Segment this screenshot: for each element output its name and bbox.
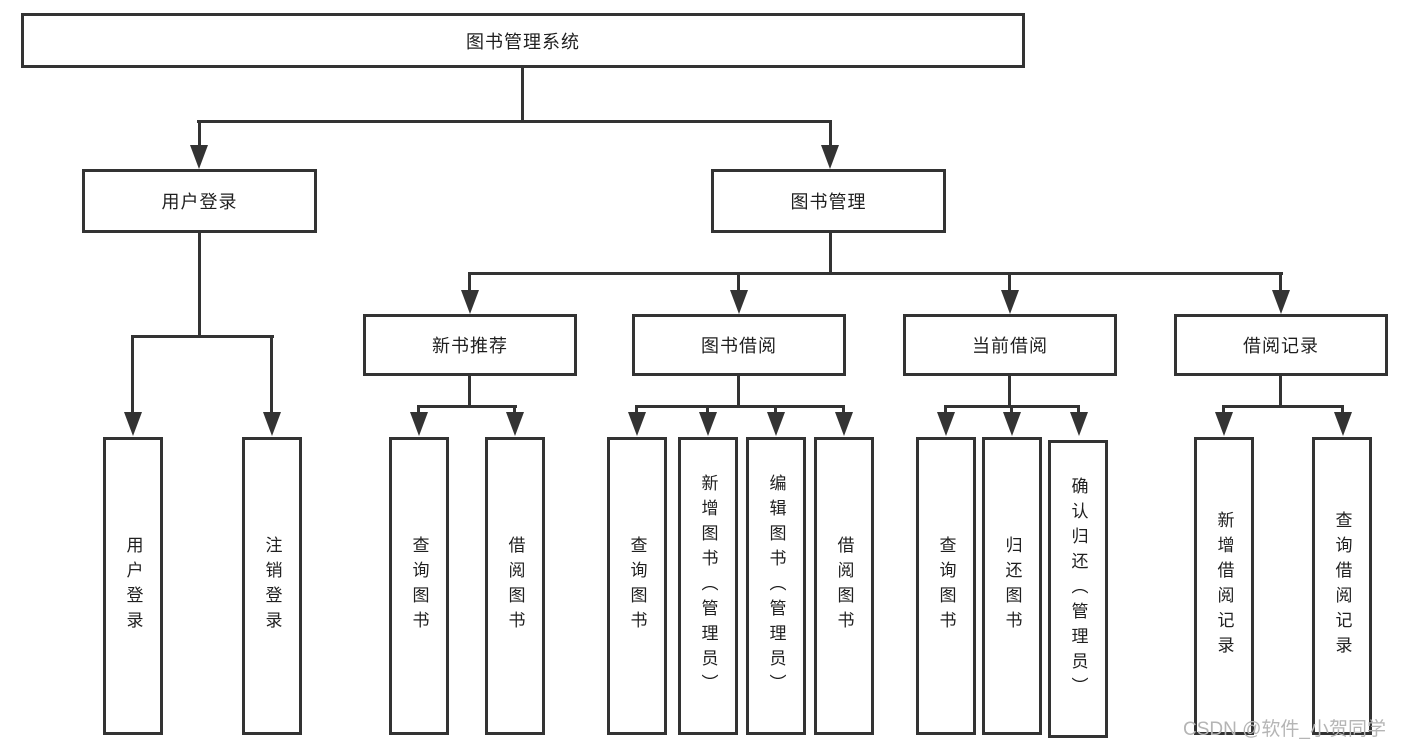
leaf-return-books: 归还图书 xyxy=(982,437,1042,735)
arrowhead-down-icon xyxy=(937,412,955,436)
leaf-borrow-books-2: 借阅图书 xyxy=(814,437,874,735)
leaf-return-books-label: 归还图书 xyxy=(1002,536,1022,636)
connector-line xyxy=(270,335,273,415)
node-book-borrow: 图书借阅 xyxy=(632,314,846,376)
node-user-login: 用户登录 xyxy=(82,169,317,233)
arrowhead-down-icon xyxy=(835,412,853,436)
connector-line xyxy=(1222,405,1344,408)
connector-line xyxy=(197,120,832,123)
arrowhead-down-icon xyxy=(699,412,717,436)
connector-line xyxy=(198,120,201,150)
node-current-borrow: 当前借阅 xyxy=(903,314,1117,376)
csdn-watermark: CSDN @软件_小贺同学 xyxy=(1183,719,1386,740)
arrowhead-down-icon xyxy=(461,290,479,314)
leaf-query-books-3: 查询图书 xyxy=(916,437,976,735)
node-borrow-records: 借阅记录 xyxy=(1174,314,1388,376)
connector-line xyxy=(521,68,524,122)
connector-line xyxy=(774,405,777,417)
connector-line xyxy=(1341,405,1344,417)
connector-line xyxy=(131,335,134,415)
leaf-add-books-admin: 新增图书（管理员） xyxy=(678,437,738,735)
arrowhead-down-icon xyxy=(1001,290,1019,314)
arrowhead-down-icon xyxy=(1334,412,1352,436)
leaf-add-books-admin-label: 新增图书（管理员） xyxy=(698,473,718,699)
connector-line xyxy=(737,376,740,408)
leaf-query-books-1: 查询图书 xyxy=(389,437,449,735)
leaf-edit-books-admin-label: 编辑图书（管理员） xyxy=(766,473,786,699)
arrowhead-down-icon xyxy=(730,290,748,314)
connector-line xyxy=(513,405,516,417)
arrowhead-down-icon xyxy=(124,412,142,436)
leaf-query-books-1-label: 查询图书 xyxy=(409,536,429,636)
node-user-login-label: 用户登录 xyxy=(161,192,238,212)
connector-line xyxy=(1008,376,1011,408)
connector-line xyxy=(829,233,832,275)
arrowhead-down-icon xyxy=(506,412,524,436)
connector-line xyxy=(131,335,274,338)
leaf-user-login-label: 用户登录 xyxy=(123,536,143,636)
connector-line xyxy=(737,272,740,294)
connector-line xyxy=(1279,376,1282,408)
arrowhead-down-icon xyxy=(821,145,839,169)
connector-line xyxy=(1008,272,1011,294)
connector-line xyxy=(842,405,845,417)
leaf-borrow-books-1-label: 借阅图书 xyxy=(505,536,525,636)
leaf-confirm-return-admin-label: 确认归还（管理员） xyxy=(1068,476,1088,702)
leaf-add-borrow-record-label: 新增借阅记录 xyxy=(1214,511,1234,661)
leaf-user-login: 用户登录 xyxy=(103,437,163,735)
node-borrow-records-label: 借阅记录 xyxy=(1243,336,1319,356)
connector-line xyxy=(468,272,1283,275)
node-new-book-recommend-label: 新书推荐 xyxy=(432,336,508,356)
leaf-borrow-books-1: 借阅图书 xyxy=(485,437,545,735)
arrowhead-down-icon xyxy=(1272,290,1290,314)
leaf-logout: 注销登录 xyxy=(242,437,302,735)
connector-line xyxy=(829,120,832,150)
connector-line xyxy=(417,405,420,417)
connector-line xyxy=(468,376,471,408)
leaf-logout-label: 注销登录 xyxy=(262,536,282,636)
arrowhead-down-icon xyxy=(1070,412,1088,436)
connector-line xyxy=(706,405,709,417)
leaf-add-borrow-record: 新增借阅记录 xyxy=(1194,437,1254,735)
connector-line xyxy=(1077,405,1080,417)
leaf-confirm-return-admin: 确认归还（管理员） xyxy=(1048,440,1108,738)
leaf-query-books-2: 查询图书 xyxy=(607,437,667,735)
connector-line xyxy=(635,405,638,417)
connector-line xyxy=(1279,272,1282,294)
node-root-label: 图书管理系统 xyxy=(466,31,580,52)
node-root: 图书管理系统 xyxy=(21,13,1025,68)
arrowhead-down-icon xyxy=(190,145,208,169)
node-book-mgmt: 图书管理 xyxy=(711,169,946,233)
arrowhead-down-icon xyxy=(410,412,428,436)
connector-line xyxy=(1010,405,1013,417)
arrowhead-down-icon xyxy=(628,412,646,436)
connector-line xyxy=(468,272,471,294)
leaf-query-books-3-label: 查询图书 xyxy=(936,536,956,636)
leaf-query-books-2-label: 查询图书 xyxy=(627,536,647,636)
leaf-edit-books-admin: 编辑图书（管理员） xyxy=(746,437,806,735)
leaf-query-borrow-record-label: 查询借阅记录 xyxy=(1332,511,1352,661)
arrowhead-down-icon xyxy=(767,412,785,436)
connector-line xyxy=(417,405,517,408)
connector-line xyxy=(635,405,845,408)
connector-line xyxy=(198,233,201,337)
node-book-mgmt-label: 图书管理 xyxy=(790,192,867,212)
node-new-book-recommend: 新书推荐 xyxy=(363,314,577,376)
arrowhead-down-icon xyxy=(263,412,281,436)
connector-line xyxy=(944,405,947,417)
node-current-borrow-label: 当前借阅 xyxy=(972,336,1048,356)
leaf-borrow-books-2-label: 借阅图书 xyxy=(834,536,854,636)
connector-line xyxy=(1222,405,1225,417)
arrowhead-down-icon xyxy=(1215,412,1233,436)
arrowhead-down-icon xyxy=(1003,412,1021,436)
node-book-borrow-label: 图书借阅 xyxy=(701,336,777,356)
leaf-query-borrow-record: 查询借阅记录 xyxy=(1312,437,1372,735)
